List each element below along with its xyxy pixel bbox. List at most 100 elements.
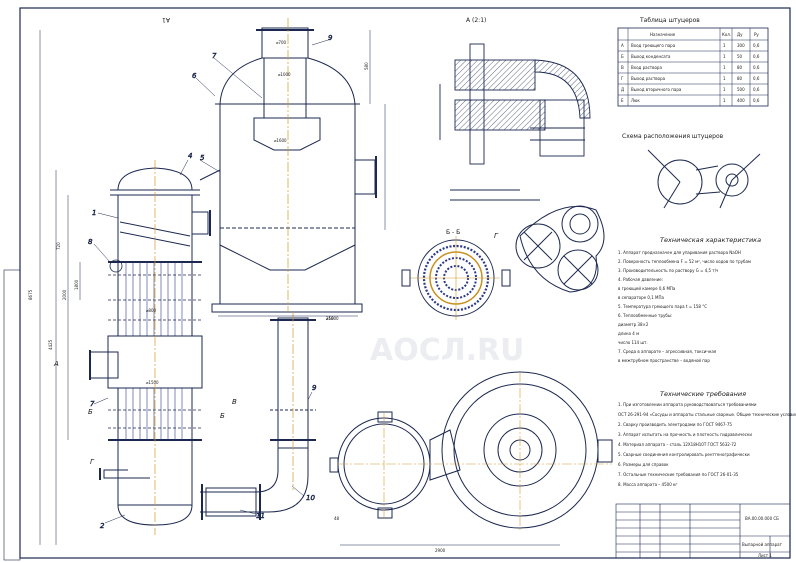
section-bb-g: Г [494, 232, 499, 240]
dim-d1500: ⌀1500 [146, 380, 159, 385]
nozzle-col-3: Кол. [722, 32, 731, 37]
leader-11: 11 [256, 512, 265, 520]
spec-line: 3. Производительность по раствору G = 4,… [618, 268, 718, 273]
nozzle-cell: 500 [737, 87, 745, 92]
nozzle-cell: Выход раствора [631, 76, 666, 81]
leader-7: 7 [212, 52, 217, 60]
format-label: A1 [162, 16, 170, 23]
tech-spec: Техническая характеристика 1. Аппарат пр… [618, 236, 761, 363]
detail-a: А (2:1) [439, 17, 591, 201]
title-sheet: Лист 1 [758, 553, 772, 558]
req-line: ОСТ 26-291-94 «Сосуды и аппараты стальны… [618, 412, 796, 417]
spec-line: 4. Рабочая давление: [618, 277, 663, 282]
nozzle-cell: 1 [723, 54, 726, 59]
nozzle-cell: Д [621, 87, 624, 92]
spec-line: в греющей камере 0,6 МПа [618, 286, 676, 291]
spec-line: 7. Среда в аппарате – агрессивная, токси… [618, 349, 717, 354]
nozzle-cell: 1 [723, 87, 726, 92]
dimension-texts: ⌀1000 ⌀700 ⌀1600 ⌀1800 ⌀800 ⌀1500 2900 4… [28, 40, 446, 553]
nozzle-cell: Г [621, 76, 624, 81]
nozzle-col-2: Назначение [650, 32, 676, 37]
nozzle-cell: 0,6 [753, 87, 760, 92]
dim-w250: 250 [326, 316, 334, 321]
dim-d700: ⌀700 [276, 40, 286, 45]
leader-1: 1 [92, 209, 96, 217]
spec-line: 6. Теплообменные трубы: [618, 313, 672, 318]
nozzle-table-title: Таблица штуцеров [639, 17, 700, 24]
dim-w2900: 2900 [435, 548, 446, 553]
dim-w48: 48 [334, 516, 340, 521]
nozzle-cell: 400 [737, 98, 745, 103]
spec-line: в сепараторе 0,1 МПа [618, 295, 664, 300]
req-line: 4. Материал аппарата – сталь 12Х18Н10Т Г… [618, 442, 737, 447]
req-line: 8. Масса аппарата – 4500 кг [618, 482, 678, 487]
dim-d800: ⌀800 [146, 308, 156, 313]
nozzle-cell: 1 [723, 65, 726, 70]
nozzle-cell: Вход греющего пара [631, 43, 676, 48]
tech-spec-title: Техническая характеристика [660, 236, 761, 244]
req-line: 5. Сварные соединения контролировать рен… [618, 452, 750, 457]
nozzle-cell: 0,6 [753, 98, 760, 103]
tech-req-lines: 1. При изготовлении аппарата руководство… [618, 402, 796, 487]
dim-h720: 720 [56, 242, 61, 250]
format-label-group: A1 [162, 16, 170, 23]
spec-line: 5. Температура греющего пара t = 158 °C [618, 304, 707, 309]
tech-spec-lines: 1. Аппарат предназначен для упаривания р… [618, 250, 751, 363]
watermark: АОСЛ.RU [370, 333, 525, 368]
section-mark-b-right: Б [220, 412, 225, 420]
nozzle-cell: 80 [737, 76, 743, 81]
nozzle-cell: 80 [737, 65, 743, 70]
nozzle-cell: 1 [723, 98, 726, 103]
spec-line: длина 4 м [618, 331, 639, 336]
nozzle-scheme-title: Схема расположения штуцеров [622, 133, 724, 140]
binding-margin [3, 269, 21, 561]
section-bb: Б - Б Г [401, 229, 511, 320]
leaders: 1 2 5 4 6 7 7 8 9 9 10 11 [88, 34, 334, 531]
separator [199, 27, 377, 313]
nozzle-cell: А [621, 43, 624, 48]
nozzle-cell: 50 [737, 54, 743, 59]
req-line: 6. Размеры для справок [618, 462, 669, 467]
req-line: 3. Аппарат испытать на прочность и плотн… [618, 432, 752, 437]
section-mark-a: А [53, 360, 59, 368]
nozzle-table-header: Назначение Кол. Ду Ру [650, 32, 759, 37]
title-name: Выпарной аппарат [742, 542, 783, 547]
leader-9: 9 [312, 384, 317, 392]
nozzle-cell: 1 [723, 76, 726, 81]
tech-req: Технические требования 1. При изготовлен… [618, 390, 796, 487]
nozzle-cell: 0,6 [753, 76, 760, 81]
leader-10: 10 [306, 494, 315, 502]
section-marks: А Б Б В Г [53, 360, 237, 466]
nozzle-cell: 0,6 [753, 43, 760, 48]
heating-chamber [89, 167, 211, 526]
nozzle-cell: Б [621, 54, 624, 59]
leader-5: 5 [200, 154, 205, 162]
detail-g [515, 205, 605, 293]
leader-4: 4 [188, 152, 192, 160]
nozzle-scheme: Схема расположения штуцеров [622, 133, 761, 209]
section-bb-title: Б - Б [446, 229, 460, 236]
section-mark-v: В [232, 398, 237, 406]
nozzle-col-4: Ду [737, 32, 743, 37]
nozzle-cell: Вход раствора [631, 65, 662, 70]
nozzle-cell: В [621, 65, 624, 70]
nozzle-cell: 300 [737, 43, 745, 48]
nozzle-cell: Люк [631, 98, 640, 103]
dim-d1800: ⌀1800 [326, 316, 339, 321]
title-designation: ВА.00.00.000 СБ [745, 516, 779, 521]
req-line: 7. Остальные технические требования по Г… [618, 472, 739, 477]
plan-view [329, 371, 613, 530]
nozzle-cell: Е [621, 98, 624, 103]
leader-2: 2 [100, 522, 105, 530]
nozzle-cell: Выход конденсата [631, 54, 671, 59]
leader-9-top: 9 [328, 34, 333, 42]
dim-h1800: 1800 [74, 279, 79, 290]
section-mark-g: Г [90, 458, 95, 466]
dim-d1600: ⌀1600 [274, 138, 287, 143]
spec-line: число 114 шт. [618, 340, 648, 345]
nozzle-cell: 1 [723, 43, 726, 48]
dimension-lines [39, 30, 560, 546]
title-block: ВА.00.00.000 СБ Выпарной аппарат Лист 1 [615, 503, 791, 559]
